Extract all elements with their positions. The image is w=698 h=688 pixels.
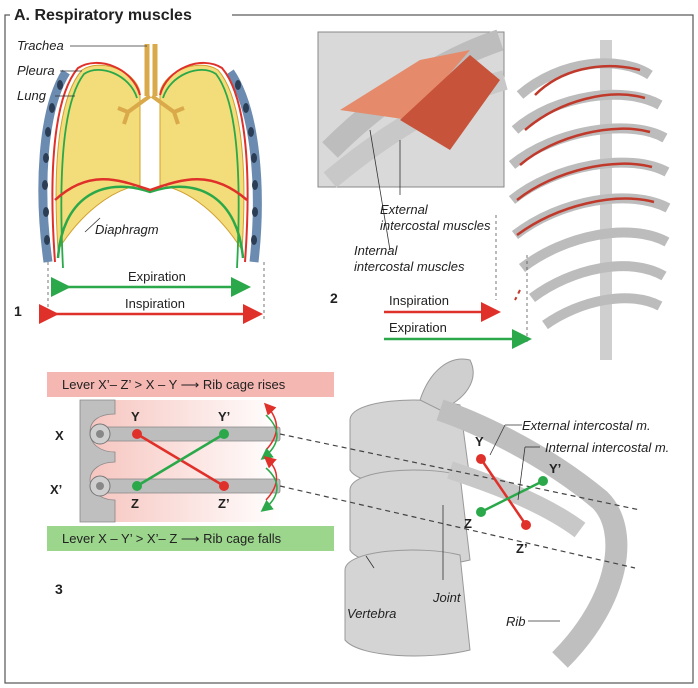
diaphragm-inspiration	[54, 178, 248, 201]
label-rib: Rib	[506, 614, 526, 629]
label-diaphragm: Diaphragm	[95, 222, 159, 237]
point-z-right	[476, 507, 486, 517]
point-y2	[219, 429, 229, 439]
rib-bar-upper	[99, 426, 281, 442]
label-joint: Joint	[432, 590, 462, 605]
vertebra-illustration	[344, 358, 628, 668]
label-vertebra: Vertebra	[347, 606, 396, 621]
label-expiration-1: Expiration	[128, 269, 186, 284]
point-y-right	[476, 454, 486, 464]
trachea	[144, 44, 158, 96]
label-external-intercostal: External intercostal m.	[522, 418, 651, 433]
label-pleura: Pleura	[17, 63, 55, 78]
label-y-right: Y	[475, 434, 484, 449]
label-y2: Y’	[218, 409, 230, 424]
label-expiration-2: Expiration	[389, 320, 447, 335]
point-y	[132, 429, 142, 439]
label-internal-line1: Internal	[354, 243, 398, 258]
label-external-line1: External	[380, 202, 429, 217]
rib-cage	[508, 40, 671, 360]
right-lung	[159, 64, 245, 252]
pleura-left	[51, 61, 141, 263]
label-trachea: Trachea	[17, 38, 64, 53]
lever-green-line	[136, 432, 225, 488]
panel-2-intercostals: External intercostal muscles Internal in…	[317, 29, 671, 360]
rib-bar-lower	[99, 478, 281, 494]
label-lung: Lung	[17, 88, 47, 103]
point-z	[132, 481, 142, 491]
pleura-left-inner	[60, 69, 138, 269]
lever-bottom-text: Lever X – Y’ > X’– Z ⟶ Rib cage falls	[62, 531, 282, 546]
panel-number-2: 2	[330, 290, 338, 306]
label-z2-right: Z’	[516, 541, 528, 556]
point-z2	[219, 481, 229, 491]
label-inspiration-1: Inspiration	[125, 296, 185, 311]
label-y: Y	[131, 409, 140, 424]
label-internal-intercostal: Internal intercostal m.	[545, 440, 669, 455]
diaphragm-expiration	[56, 185, 245, 259]
lever-bottom-box	[47, 526, 334, 551]
external-intercostal-muscle	[400, 55, 500, 150]
panel-number-1: 1	[14, 303, 22, 319]
point-z2-right	[521, 520, 531, 530]
label-z-right: Z	[464, 516, 472, 531]
label-x: X	[55, 428, 64, 443]
label-z2: Z’	[218, 496, 230, 511]
pleura-right-inner	[162, 69, 240, 269]
lever-top-text: Lever X’– Z’ > X – Y ⟶ Rib cage rises	[62, 377, 286, 392]
panel-1-lungs: Trachea Pleura Lung Diaphragm Expiration…	[14, 38, 265, 324]
label-x2: X’	[50, 482, 62, 497]
label-inspiration-2: Inspiration	[389, 293, 449, 308]
title-mask	[10, 3, 232, 27]
point-y2-right	[538, 476, 548, 486]
label-external-line2: intercostal muscles	[380, 218, 491, 233]
panel-3-lever: Lever X’– Z’ > X – Y ⟶ Rib cage rises Le…	[47, 358, 669, 668]
figure-title: A. Respiratory muscles	[14, 7, 192, 24]
internal-intercostal-muscle	[340, 50, 470, 120]
label-z: Z	[131, 496, 139, 511]
label-internal-line2: intercostal muscles	[354, 259, 465, 274]
pleura-right	[159, 61, 249, 263]
outer-frame	[4, 14, 694, 684]
bronchi	[117, 94, 185, 125]
label-y2-right: Y’	[549, 461, 561, 476]
lever-top-box	[47, 372, 334, 397]
panel-number-3: 3	[55, 581, 63, 597]
